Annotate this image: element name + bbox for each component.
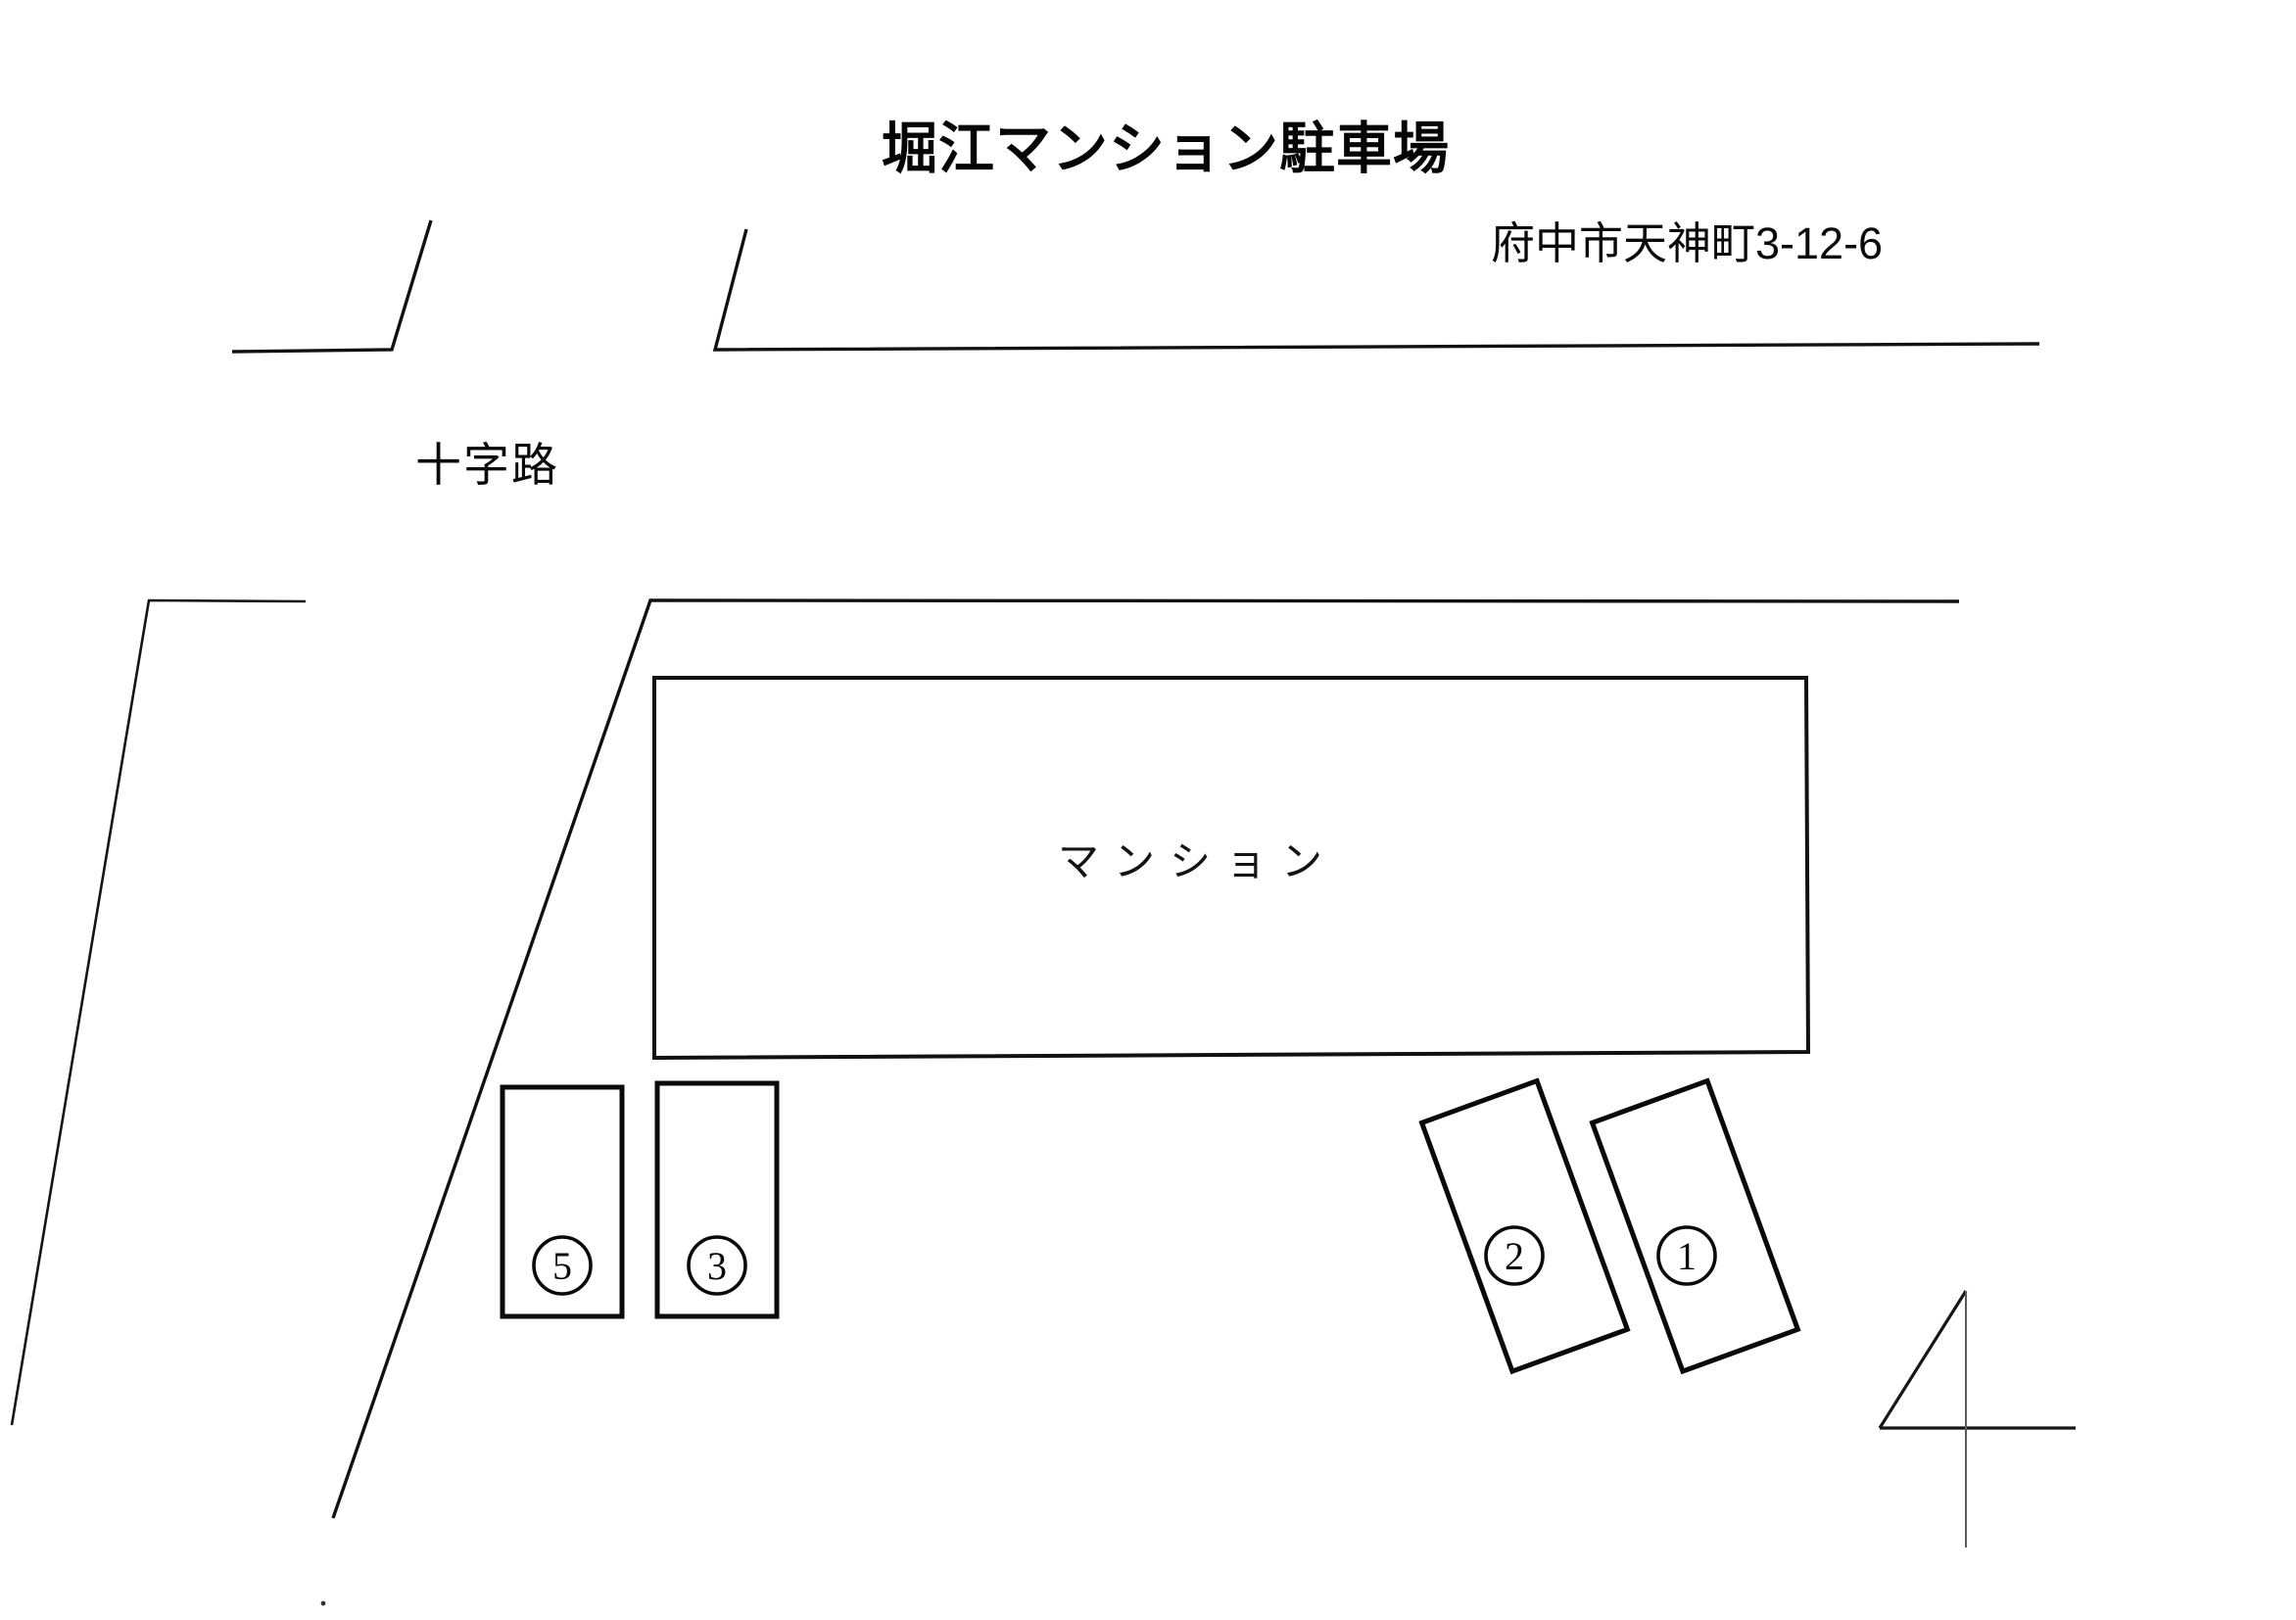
parking-stall-1-outline [1589, 1077, 1801, 1375]
parking-stall-3-outline [654, 1080, 780, 1319]
parking-stall-1-number: 1 [1677, 1234, 1697, 1278]
road-west-diagonal-outer [10, 598, 307, 1426]
parking-stall-2[interactable] [1418, 1077, 1631, 1375]
parking-stall-1-badge-circle [1656, 1225, 1717, 1286]
parking-stall-2-badge-circle [1484, 1225, 1545, 1286]
parking-stall-5[interactable]: 5 [500, 1084, 625, 1319]
parking-stall-5-outline [500, 1084, 625, 1319]
road-lot-north-edge [331, 598, 1960, 1519]
parking-stall-1[interactable] [1589, 1077, 1801, 1375]
parking-stall-2-label: 2 [1484, 1225, 1545, 1286]
north-arrow-diagonal [1878, 1290, 1968, 1429]
building-mansion-outline [652, 676, 1811, 1061]
parking-stall-2-outline [1418, 1077, 1631, 1375]
parking-stall-1-label: 1 [1656, 1225, 1717, 1286]
parking-stall-3-badge-circle [687, 1235, 747, 1296]
north-arrow-icon [1878, 1290, 2076, 1548]
road-corner-top-left [231, 219, 433, 354]
parking-stall-5-number: 5 [552, 1244, 572, 1288]
road-upper-main [712, 228, 2040, 352]
parking-stall-2-number: 2 [1505, 1234, 1524, 1278]
parking-stall-5-badge-circle [532, 1235, 593, 1296]
parking-stall-3[interactable]: 3 [654, 1080, 780, 1319]
scan-speck [320, 1600, 326, 1606]
parking-stall-3-number: 3 [707, 1244, 727, 1288]
